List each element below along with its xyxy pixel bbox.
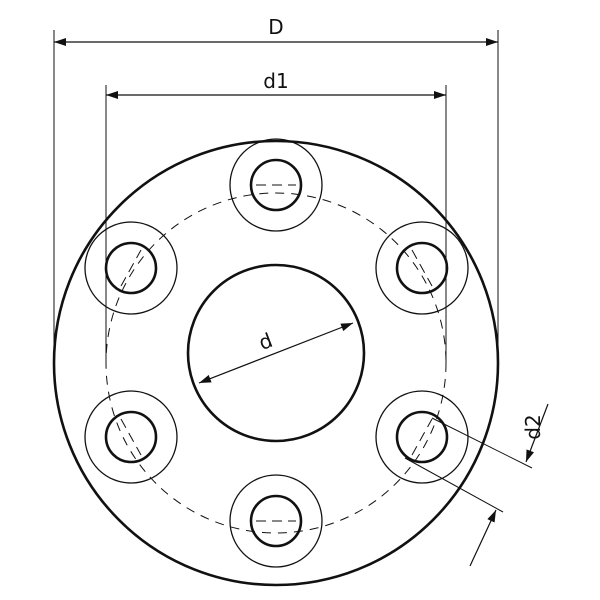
bolt-hole-centerline (411, 249, 433, 287)
dimension-arrow-lower (469, 509, 497, 567)
bolt-hole-centerline (411, 418, 433, 456)
bolt-hole-centerline (120, 418, 142, 456)
bolt-hole-centerline (120, 249, 142, 287)
bolt-hole-inner (104, 410, 158, 464)
bolt-hole-counterbore (84, 221, 178, 315)
dimension-outer-diameter: D (53, 15, 499, 363)
bolt-hole-lower-right (375, 390, 469, 484)
bolt-hole-counterbore (375, 390, 469, 484)
label-d2: d2 (521, 414, 545, 439)
dimension-arrow-upper (525, 403, 549, 463)
bolt-hole-lower-left (84, 390, 178, 484)
bolt-hole-counterbore (229, 474, 323, 568)
bolt-hole-inner (395, 410, 449, 464)
bolt-hole-top (229, 138, 323, 232)
dimension-hole: d2 (404, 403, 549, 567)
bolt-hole-inner (249, 158, 303, 212)
outer-flange-circle (52, 139, 500, 587)
extension-line-lower (404, 457, 504, 513)
center-bore (186, 263, 366, 443)
bolt-hole-inner (395, 241, 449, 295)
bolt-hole-counterbore (229, 138, 323, 232)
dimension-line (198, 322, 354, 384)
label-d1: d1 (263, 69, 288, 93)
bolt-hole-counterbore (375, 221, 469, 315)
bolt-hole-upper-right (375, 221, 469, 315)
label-d: d (255, 328, 275, 355)
bolt-hole-upper-left (84, 221, 178, 315)
bolt-circle (105, 192, 447, 534)
dimension-bolt-circle: d1 (105, 69, 447, 363)
bolt-hole-inner (249, 494, 303, 548)
bolt-hole-bottom (229, 474, 323, 568)
bolt-hole-counterbore (84, 390, 178, 484)
extension-line-upper (431, 417, 533, 469)
label-D: D (268, 15, 283, 39)
dimension-bore: d (198, 322, 354, 384)
